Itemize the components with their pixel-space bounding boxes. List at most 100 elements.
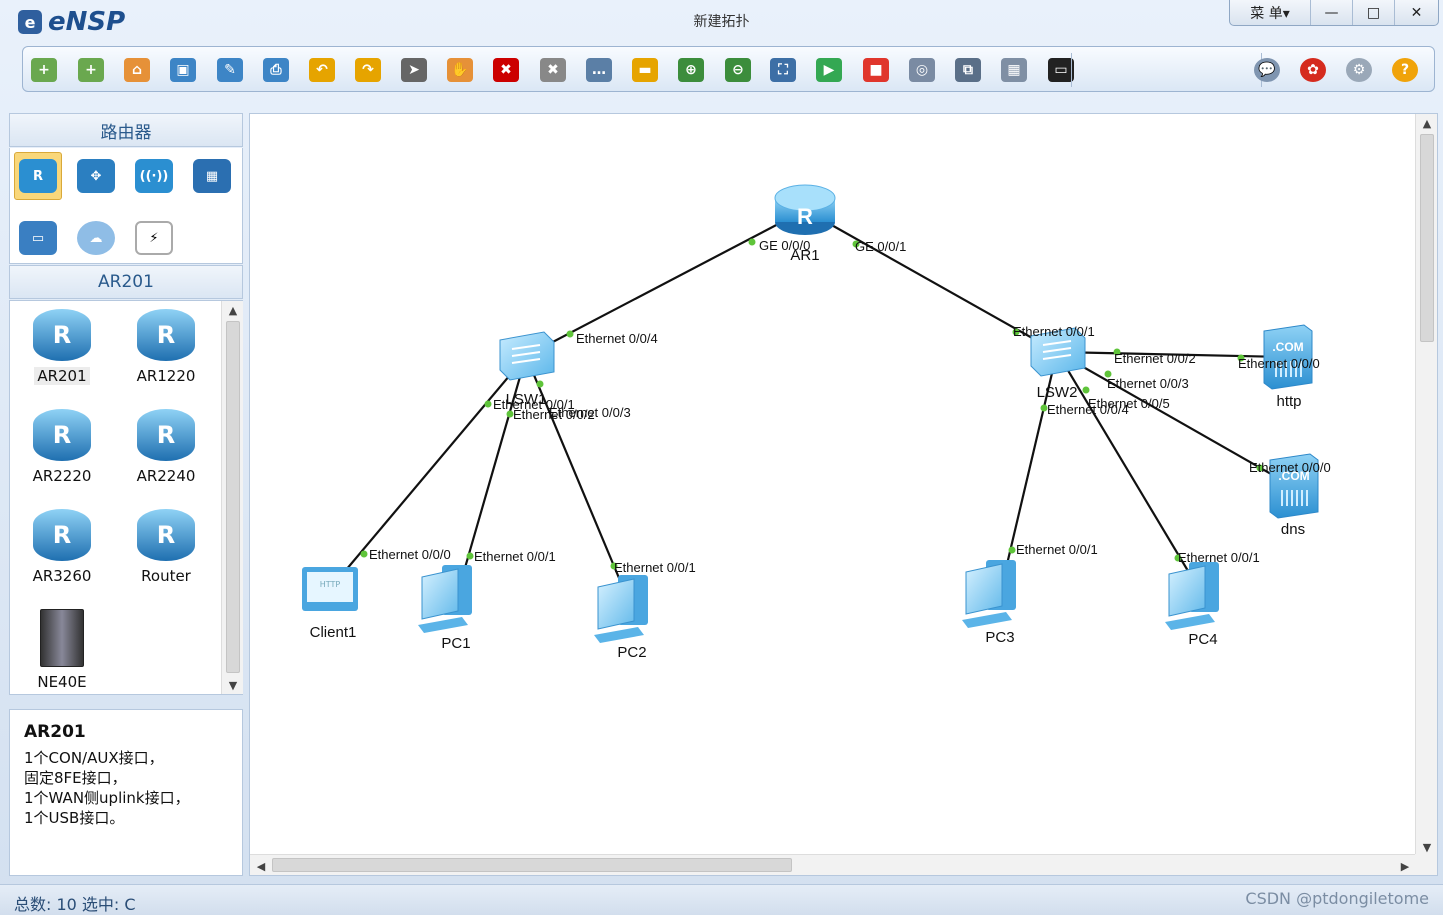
- links: [329, 209, 1293, 610]
- cloud-icon: ☁: [77, 221, 115, 255]
- topology-button[interactable]: ⧉: [952, 54, 984, 86]
- close-button[interactable]: ✕: [1394, 0, 1438, 25]
- port-label-pc1-e001: Ethernet 0/0/1: [474, 549, 556, 564]
- delete-button[interactable]: ✖: [490, 54, 522, 86]
- router-icon: R: [137, 309, 195, 361]
- port-status-dot: [1040, 404, 1048, 412]
- scroll-left-icon[interactable]: ◀: [256, 859, 266, 873]
- client-glyph: HTTP: [320, 580, 341, 589]
- switch-lsw2[interactable]: [1030, 327, 1086, 377]
- minimize-button[interactable]: —: [1310, 0, 1352, 25]
- save-as-button[interactable]: ✎: [214, 54, 246, 86]
- canvas-vertical-scrollbar[interactable]: ▲ ▼: [1415, 114, 1437, 856]
- scroll-up-icon[interactable]: ▲: [1422, 116, 1432, 130]
- device-ne40e[interactable]: NE40E: [10, 609, 114, 699]
- server-http[interactable]: .COM: [1263, 324, 1313, 390]
- fit-button[interactable]: ⛶: [767, 54, 799, 86]
- port-status-dot: [610, 562, 618, 570]
- palette-icon: ▬: [632, 58, 658, 82]
- save-as-icon: ✎: [217, 58, 243, 82]
- huawei-button[interactable]: ✿: [1297, 54, 1329, 86]
- model-title: AR201: [9, 265, 243, 299]
- help-button[interactable]: ?: [1389, 54, 1421, 86]
- pc-pc4[interactable]: [1165, 562, 1219, 630]
- console-button[interactable]: ▭: [1045, 54, 1077, 86]
- pc-pc2[interactable]: [594, 575, 648, 643]
- port-label-http-e000: Ethernet 0/0/0: [1238, 356, 1320, 371]
- capture-button[interactable]: ◎: [906, 54, 938, 86]
- node-label-dns: dns: [1281, 521, 1305, 538]
- link-lsw2-pc3[interactable]: [998, 351, 1059, 595]
- port-label-lsw1-e004: Ethernet 0/0/4: [576, 331, 658, 346]
- link-lsw2-dns[interactable]: [1056, 351, 1293, 487]
- open-button[interactable]: ⌂: [121, 54, 153, 86]
- category-firewall[interactable]: ▦: [188, 152, 236, 200]
- category-router[interactable]: R: [14, 152, 62, 200]
- category-switch[interactable]: ✥: [72, 152, 120, 200]
- palette-button[interactable]: ▬: [629, 54, 661, 86]
- scroll-thumb[interactable]: [226, 321, 240, 673]
- port-status-dot: [1237, 354, 1245, 362]
- settings-button[interactable]: ⚙: [1343, 54, 1375, 86]
- print-button[interactable]: ⎙: [260, 54, 292, 86]
- port-label-lsw2-e005: Ethernet 0/0/5: [1088, 396, 1170, 411]
- server-dns[interactable]: .COM: [1269, 453, 1319, 519]
- router-top: [774, 184, 836, 212]
- zoom-out-button[interactable]: ⊖: [722, 54, 754, 86]
- switch-lsw1[interactable]: [499, 331, 555, 381]
- start-all-button[interactable]: ▶: [813, 54, 845, 86]
- maximize-button[interactable]: □: [1352, 0, 1394, 25]
- horizontal-scroll-thumb[interactable]: [272, 858, 792, 872]
- vertical-scroll-thumb[interactable]: [1420, 134, 1434, 342]
- router-ar1[interactable]: R: [774, 184, 836, 235]
- pc-pc3[interactable]: [962, 560, 1016, 628]
- pc-pc1[interactable]: [418, 565, 472, 633]
- device-list-scrollbar[interactable]: ▲ ▼: [221, 301, 243, 694]
- scroll-down-icon[interactable]: ▼: [1422, 840, 1432, 854]
- grid-button[interactable]: ▦: [998, 54, 1030, 86]
- menu-button[interactable]: 菜 单▾: [1250, 6, 1290, 22]
- client-client1[interactable]: HTTP: [302, 567, 358, 611]
- link-ar1-lsw2[interactable]: [804, 209, 1058, 353]
- chat-button[interactable]: 💬: [1251, 54, 1283, 86]
- port-label-lsw2-e001: Ethernet 0/0/1: [1013, 324, 1095, 339]
- description-line: 1个WAN侧uplink接口，: [24, 789, 190, 807]
- undo-button[interactable]: ↶: [306, 54, 338, 86]
- zoom-in-button[interactable]: ⊕: [675, 54, 707, 86]
- new-topology-button[interactable]: +: [28, 54, 60, 86]
- scroll-down-icon[interactable]: ▼: [228, 678, 238, 692]
- switch-arrow: [511, 344, 541, 350]
- scroll-right-icon[interactable]: ▶: [1400, 859, 1410, 873]
- delete-all-links-button[interactable]: ✖: [537, 54, 569, 86]
- pan-button[interactable]: ✋: [444, 54, 476, 86]
- select-button[interactable]: ➤: [398, 54, 430, 86]
- link-lsw2-http[interactable]: [1056, 350, 1287, 359]
- stop-all-button[interactable]: ■: [860, 54, 892, 86]
- canvas-horizontal-scrollbar[interactable]: ◀ ▶: [250, 854, 1416, 875]
- text-button[interactable]: …: [583, 54, 615, 86]
- save-button[interactable]: ▣: [167, 54, 199, 86]
- redo-button[interactable]: ↷: [352, 54, 384, 86]
- select-icon: ➤: [401, 58, 427, 82]
- port-status-dot: [1174, 554, 1182, 562]
- scroll-up-icon[interactable]: ▲: [228, 303, 238, 317]
- category-cloud[interactable]: ☁: [72, 214, 120, 262]
- new-example-icon: +: [78, 58, 104, 82]
- category-pc[interactable]: ▭: [14, 214, 62, 262]
- new-example-button[interactable]: +: [75, 54, 107, 86]
- server-com-text: .COM: [1272, 340, 1303, 354]
- category-wireless[interactable]: ((·)): [130, 152, 178, 200]
- category-cable[interactable]: ⚡: [130, 214, 178, 262]
- link-lsw1-client1[interactable]: [329, 355, 527, 590]
- app-logo: e eNSP: [18, 6, 125, 38]
